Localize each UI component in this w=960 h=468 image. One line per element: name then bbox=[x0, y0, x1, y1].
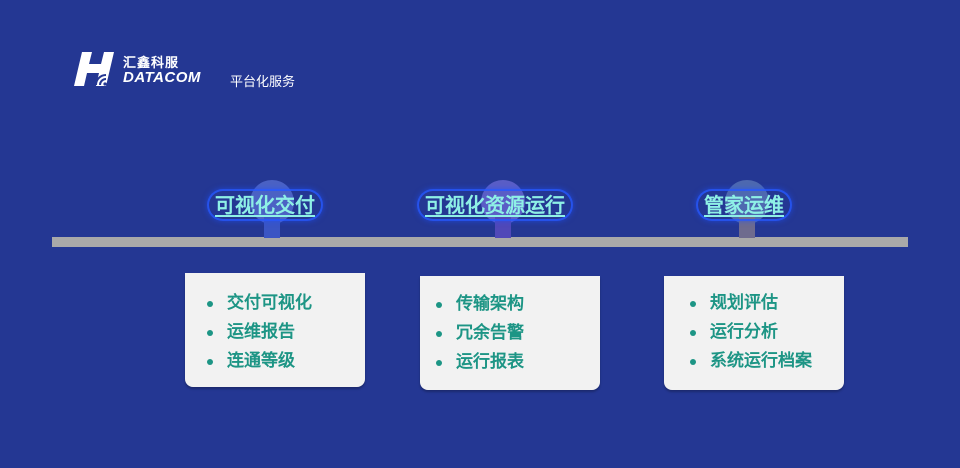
timeline-node-1 bbox=[250, 180, 294, 238]
feature-list: 规划评估 运行分析 系统运行档案 bbox=[664, 276, 844, 376]
feature-list: 交付可视化 运维报告 连通等级 bbox=[185, 273, 365, 376]
list-item: 运行分析 bbox=[690, 318, 844, 347]
stage-card-2: 传输架构 冗余告警 运行报表 bbox=[420, 276, 600, 390]
logo-tagline: 平台化服务 bbox=[230, 75, 296, 90]
list-item: 冗余告警 bbox=[436, 319, 600, 348]
bullet-icon bbox=[207, 301, 213, 307]
list-item: 规划评估 bbox=[690, 289, 844, 318]
datacom-logo-icon bbox=[74, 52, 114, 86]
bullet-icon bbox=[436, 331, 442, 337]
list-item: 系统运行档案 bbox=[690, 347, 844, 376]
list-item: 交付可视化 bbox=[207, 289, 365, 318]
bullet-icon bbox=[207, 330, 213, 336]
stage-card-1: 交付可视化 运维报告 连通等级 bbox=[185, 273, 365, 387]
bullet-icon bbox=[436, 360, 442, 366]
node-stem bbox=[264, 216, 280, 238]
timeline-bar bbox=[52, 237, 908, 247]
stage-title-visual-delivery: 可视化交付 bbox=[209, 191, 321, 219]
bullet-icon bbox=[207, 359, 213, 365]
list-item: 运行报表 bbox=[436, 348, 600, 377]
node-stem bbox=[495, 216, 511, 238]
bullet-icon bbox=[690, 330, 696, 336]
stage-title-visual-resource-operation: 可视化资源运行 bbox=[419, 191, 571, 219]
bullet-icon bbox=[690, 301, 696, 307]
timeline-node-3 bbox=[725, 180, 769, 238]
bullet-icon bbox=[690, 359, 696, 365]
logo-english-name: DATACOM bbox=[123, 69, 201, 86]
stage-card-3: 规划评估 运行分析 系统运行档案 bbox=[664, 276, 844, 390]
feature-list: 传输架构 冗余告警 运行报表 bbox=[420, 276, 600, 377]
stage-title-butler-ops: 管家运维 bbox=[698, 191, 790, 219]
logo-chinese-name: 汇鑫科服 bbox=[123, 56, 180, 71]
list-item: 传输架构 bbox=[436, 290, 600, 319]
list-item: 运维报告 bbox=[207, 318, 365, 347]
node-stem bbox=[739, 216, 755, 238]
timeline-node-2 bbox=[481, 180, 525, 238]
bullet-icon bbox=[436, 302, 442, 308]
list-item: 连通等级 bbox=[207, 347, 365, 376]
